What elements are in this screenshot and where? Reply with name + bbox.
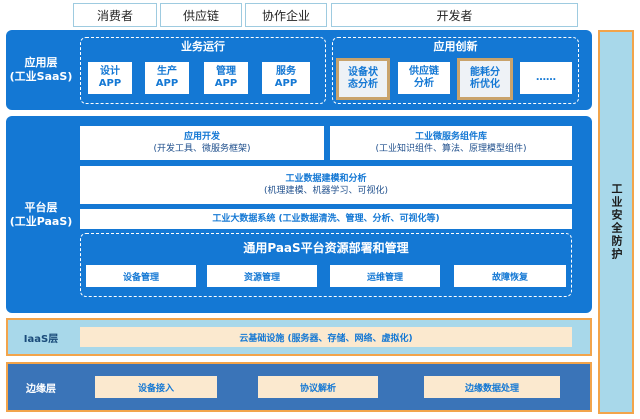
microservice-library-title: 工业微服务组件库	[414, 132, 487, 142]
data-modeling-box: 工业数据建模和分析 (机理建模、机器学习、可视化)	[80, 166, 572, 204]
business-group	[80, 37, 326, 104]
app-label: 设计	[100, 66, 120, 77]
app-label: 能耗分	[470, 67, 500, 78]
application-layer-label-2: (工业SaaS)	[9, 70, 73, 83]
app-more: ……	[520, 62, 572, 94]
app-design: 设计 APP	[88, 62, 132, 94]
app-label: 析优化	[470, 79, 500, 90]
service-ops-management: 运维管理	[330, 265, 440, 287]
user-consumer: 消费者	[73, 3, 157, 27]
app-label: APP	[98, 78, 122, 89]
app-label: ……	[536, 72, 556, 83]
application-layer-label-1: 应用层	[24, 56, 58, 69]
iaas-layer-label: IaaS层	[23, 333, 59, 345]
paas-resource-title: 通用PaaS平台资源部署和管理	[243, 240, 409, 255]
service-resource-management: 资源管理	[207, 265, 317, 287]
data-modeling-title: 工业数据建模和分析	[285, 174, 367, 184]
app-label: 态分析	[348, 79, 378, 90]
microservice-library-sub: (工业知识组件、算法、原理模型组件)	[375, 144, 527, 154]
microservice-library-box: 工业微服务组件库 (工业知识组件、算法、原理模型组件)	[330, 126, 572, 160]
user-supply-chain: 供应链	[160, 3, 242, 27]
app-label: 生产	[157, 66, 177, 77]
data-modeling-sub: (机理建模、机器学习、可视化)	[263, 186, 389, 196]
app-label: APP	[274, 78, 298, 89]
business-group-title: 业务运行	[181, 40, 225, 53]
big-data-text: 工业大数据系统 (工业数据清洗、管理、分析、可视化等)	[212, 214, 440, 224]
service-fault-recovery: 故障恢复	[454, 265, 566, 287]
big-data-box: 工业大数据系统 (工业数据清洗、管理、分析、可视化等)	[80, 209, 572, 229]
app-production: 生产 APP	[145, 62, 189, 94]
user-partner: 协作企业	[245, 3, 327, 27]
app-label: 分析	[414, 78, 434, 89]
edge-protocol-parsing: 协议解析	[258, 376, 378, 398]
platform-layer-label-1: 平台层	[24, 201, 58, 214]
edge-data-processing: 边缘数据处理	[424, 376, 560, 398]
app-label: 服务	[276, 66, 296, 77]
security-column: 工业安全防护	[598, 30, 634, 414]
innovation-group	[332, 37, 579, 104]
user-developer: 开发者	[331, 3, 578, 27]
innovation-group-title: 应用创新	[433, 40, 478, 53]
security-label: 工业安全防护	[610, 183, 623, 261]
app-development-sub: (开发工具、微服务框架)	[153, 144, 251, 154]
app-label: 供应链	[409, 66, 439, 77]
platform-layer-label-2: (工业PaaS)	[9, 215, 73, 228]
app-equipment-analysis: 设备状 态分析	[336, 58, 390, 100]
app-label: 设备状	[348, 67, 378, 78]
edge-layer-label: 边缘层	[26, 383, 56, 395]
app-energy-analysis: 能耗分 析优化	[457, 58, 513, 100]
app-development-title: 应用开发	[183, 132, 220, 142]
edge-device-access: 设备接入	[95, 376, 217, 398]
app-label: APP	[214, 78, 238, 89]
app-development-box: 应用开发 (开发工具、微服务框架)	[80, 126, 324, 160]
service-device-management: 设备管理	[86, 265, 196, 287]
app-label: APP	[155, 78, 179, 89]
cloud-infrastructure-box: 云基础设施 (服务器、存储、网络、虚拟化)	[80, 327, 572, 347]
platform-layer-label: 平台层 (工业PaaS)	[6, 200, 76, 230]
app-management: 管理 APP	[204, 62, 248, 94]
paas-resource-group	[80, 233, 572, 297]
application-layer-label: 应用层 (工业SaaS)	[6, 55, 76, 85]
app-label: 管理	[216, 66, 236, 77]
app-supply-chain-analysis: 供应链 分析	[398, 62, 450, 94]
app-service: 服务 APP	[262, 62, 310, 94]
